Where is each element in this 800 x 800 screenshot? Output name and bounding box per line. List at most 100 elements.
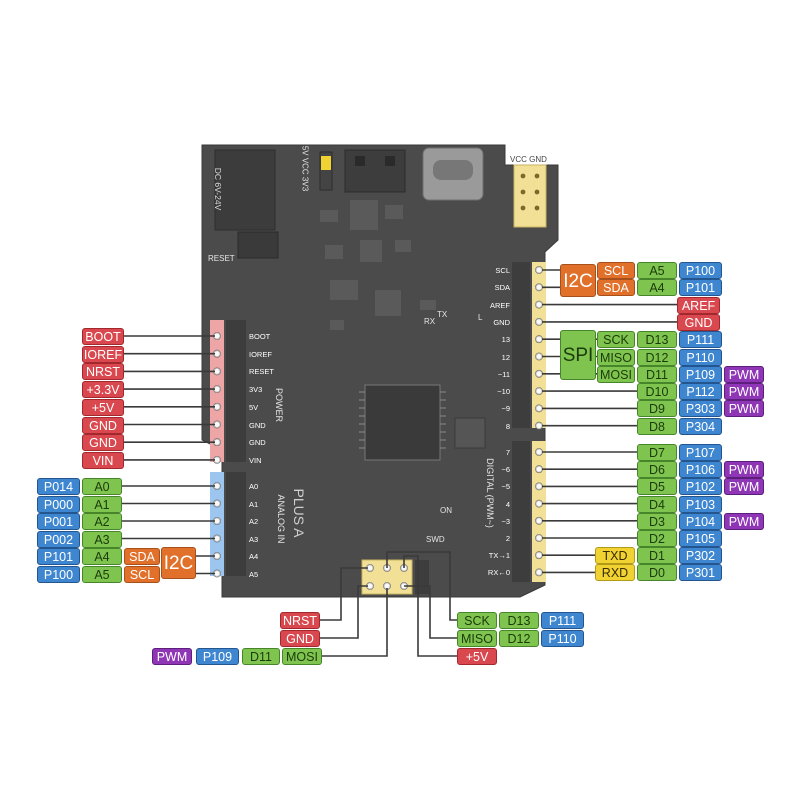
pin-label-p110: P110 (679, 348, 722, 366)
board-pin-text: 4 (505, 499, 510, 509)
pin-label-aref: AREF (677, 296, 720, 314)
pin-label-p112: P112 (679, 383, 722, 401)
pin-label-gnd: GND (280, 630, 320, 647)
pin-label-p111: P111 (541, 612, 584, 629)
pin-label-3-3v: +3.3V (82, 381, 124, 399)
pin-label-5v: +5V (457, 648, 497, 665)
pin-label-d3: D3 (637, 512, 677, 530)
board-pin-text: ~5 (501, 482, 510, 492)
pin-label-p105: P105 (679, 530, 722, 547)
pin-label-ioref: IOREF (82, 345, 124, 363)
board-pin-text: 2 (505, 534, 510, 543)
pin-label-p000: P000 (37, 495, 80, 513)
pin-label-a3: A3 (82, 530, 122, 548)
board-pin-text: RESET (249, 367, 275, 377)
pin-label-sck: SCK (597, 331, 635, 349)
pin-label-d8: D8 (637, 417, 677, 435)
pin-label-p106: P106 (679, 461, 722, 479)
pin-label-p100: P100 (679, 262, 722, 279)
board-pin-text: 8 (505, 421, 510, 431)
dc-jack (214, 149, 276, 231)
pin-label-d13: D13 (637, 331, 677, 349)
pin-label-pwm: PWM (724, 383, 764, 401)
pin-label-p109: P109 (196, 648, 239, 665)
pin-label-mosi: MOSI (597, 365, 635, 383)
pin-label-d11: D11 (637, 365, 677, 383)
pin-label-d2: D2 (637, 530, 677, 547)
pin-label-miso: MISO (457, 630, 497, 647)
pin-label-d1: D1 (637, 547, 677, 565)
pin-label-pwm: PWM (724, 512, 764, 530)
pin-label-p002: P002 (37, 530, 80, 548)
vcc-gnd-header (513, 164, 547, 228)
pin-label-mosi: MOSI (282, 648, 322, 665)
pin-label-d12: D12 (637, 348, 677, 366)
tx-led-label: TX (437, 310, 448, 319)
pin-label-p110: P110 (541, 630, 584, 647)
board-pin-text: BOOT (249, 332, 271, 341)
pin-label-txd: TXD (595, 547, 635, 565)
pin-label-a4: A4 (82, 548, 122, 565)
board-pin-text: GND (249, 420, 266, 430)
digital-section-label: DIGITAL (PWM~) (485, 458, 495, 528)
l-led-label: L (478, 313, 483, 322)
board-pin-text: GND (493, 317, 510, 327)
pin-label-p104: P104 (679, 512, 722, 530)
pin-label-p301: P301 (679, 564, 722, 582)
connector-line (403, 555, 457, 657)
pin-label-p102: P102 (679, 478, 722, 496)
on-led-label: ON (440, 506, 452, 515)
pin-label-d10: D10 (637, 383, 677, 401)
vcc-gnd-silk-label: VCC GND (510, 155, 547, 164)
pin-label-p103: P103 (679, 495, 722, 513)
board-pin-text: ~11 (497, 369, 510, 379)
pin-label-vin: VIN (82, 451, 124, 469)
pin-label-p100: P100 (37, 565, 80, 583)
pin-label-d13: D13 (499, 612, 539, 629)
pin-label-nrst: NRST (82, 363, 124, 381)
pin-label-pwm: PWM (724, 365, 764, 383)
digital-header-bottom (532, 441, 546, 582)
board-pin-text: SCL (495, 266, 510, 275)
spi-badge: SPI (560, 330, 596, 380)
pin-label-gnd: GND (82, 416, 124, 434)
board-pin-text: 7 (505, 448, 510, 457)
board-pin-text: A0 (249, 482, 259, 491)
board-pin-text: ~6 (501, 465, 510, 475)
connector-line (322, 588, 388, 657)
i2c-right-badge: I2C (560, 264, 596, 297)
board-pin-text: ~9 (501, 404, 510, 414)
pin-label-p107: P107 (679, 444, 722, 461)
pin-label-boot: BOOT (82, 328, 124, 345)
board-pin-text: 3V3 (249, 385, 263, 395)
i2c-left-badge: I2C (161, 547, 196, 579)
pin-label-a2: A2 (82, 513, 122, 530)
board-pin-text: 5V (249, 402, 259, 412)
pin-label-a5: A5 (82, 565, 122, 583)
board-pin-text: A4 (249, 552, 259, 561)
pin-label-d7: D7 (637, 444, 677, 461)
board-pin-text: A3 (249, 534, 259, 544)
pin-label-a0: A0 (82, 478, 122, 495)
connector-line (320, 585, 368, 639)
pin-label-scl: SCL (124, 565, 160, 583)
board-pin-text: IOREF (249, 349, 272, 359)
board-pin-text: A2 (249, 517, 259, 526)
plus-a-label: PLUS A (291, 488, 307, 538)
pin-label-d11: D11 (242, 648, 280, 665)
pin-label-pwm: PWM (724, 478, 764, 496)
board-pin-text: A1 (249, 499, 259, 509)
pin-label-d9: D9 (637, 400, 677, 418)
voltage-silk-label: 5V VCC 3V3 (300, 145, 310, 192)
voltage-jumper-cap (321, 156, 331, 170)
pin-label-nrst: NRST (280, 612, 320, 629)
board-pin-text: AREF (489, 300, 510, 310)
pin-label-d0: D0 (637, 564, 677, 582)
pin-label-a1: A1 (82, 495, 122, 513)
pin-label-p304: P304 (679, 417, 722, 435)
pin-label-p111: P111 (679, 331, 722, 349)
connector-line (320, 567, 368, 621)
board-pin-text: 12 (501, 352, 510, 362)
